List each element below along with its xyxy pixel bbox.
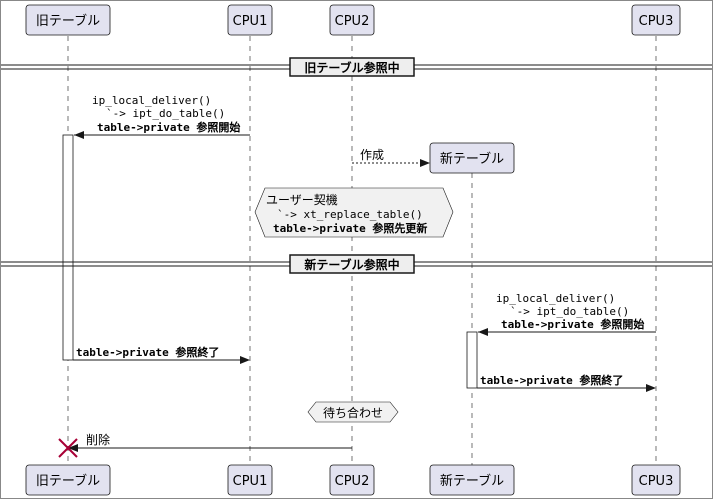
message-delete-old-table: 削除	[68, 432, 352, 452]
participant-old-table-bottom: 旧テーブル	[25, 464, 111, 496]
svg-text:`-> xt_replace_table(): `-> xt_replace_table()	[277, 208, 423, 221]
svg-text:CPU2: CPU2	[335, 14, 370, 29]
svg-text:CPU3: CPU3	[639, 474, 674, 489]
svg-text:旧テーブル: 旧テーブル	[36, 473, 100, 489]
message-cpu1-to-old-table: ip_local_deliver() `-> ipt_do_table() ta…	[74, 94, 250, 139]
message-new-table-end-to-cpu3: table->private 参照終了	[477, 373, 656, 392]
svg-text:新テーブル: 新テーブル	[440, 473, 504, 489]
participant-cpu3-top: CPU3	[631, 4, 681, 36]
participant-cpu3-bottom: CPU3	[631, 464, 681, 496]
svg-text:作成: 作成	[360, 148, 384, 162]
svg-text:table->private 参照開始: table->private 参照開始	[501, 317, 644, 331]
svg-text:ユーザー契機: ユーザー契機	[266, 192, 338, 207]
svg-text:ip_local_deliver(): ip_local_deliver()	[496, 292, 615, 305]
participant-cpu2-bottom: CPU2	[329, 464, 375, 496]
svg-text:table->private 参照先更新: table->private 参照先更新	[273, 221, 427, 235]
divider-old-ref: 旧テーブル参照中	[1, 57, 712, 77]
svg-text:CPU1: CPU1	[233, 474, 268, 489]
participant-cpu1-bottom: CPU1	[227, 464, 273, 496]
participant-cpu1-top: CPU1	[227, 4, 273, 36]
note-wait: 待ち合わせ	[307, 401, 399, 423]
participant-cpu2-top: CPU2	[329, 4, 375, 36]
svg-text:CPU2: CPU2	[335, 474, 370, 489]
svg-text:旧テーブル参照中: 旧テーブル参照中	[304, 60, 399, 75]
svg-text:ip_local_deliver(): ip_local_deliver()	[92, 94, 211, 107]
svg-text:旧テーブル: 旧テーブル	[36, 13, 100, 29]
participant-old-table-top: 旧テーブル	[25, 4, 111, 36]
svg-text:table->private 参照開始: table->private 参照開始	[97, 120, 240, 134]
svg-text:待ち合わせ: 待ち合わせ	[323, 405, 383, 420]
message-old-table-end-to-cpu1: table->private 参照終了	[73, 345, 250, 364]
note-user-trigger: ユーザー契機 `-> xt_replace_table() table->pri…	[254, 187, 454, 238]
svg-text:table->private 参照終了: table->private 参照終了	[76, 345, 219, 359]
message-cpu3-to-new-table: ip_local_deliver() `-> ipt_do_table() ta…	[478, 292, 656, 336]
svg-text:table->private 参照終了: table->private 参照終了	[480, 373, 623, 387]
svg-text:`-> ipt_do_table(): `-> ipt_do_table()	[106, 107, 225, 120]
svg-text:CPU3: CPU3	[639, 14, 674, 29]
destroy-mark-old-table	[58, 438, 78, 458]
activation-new-table	[466, 331, 478, 389]
svg-text:CPU1: CPU1	[233, 14, 268, 29]
message-create-new-table: 作成	[352, 148, 430, 167]
svg-text:新テーブル: 新テーブル	[440, 151, 504, 167]
activation-old-table	[62, 134, 74, 361]
participant-new-table-created: 新テーブル	[429, 142, 515, 174]
svg-text:新テーブル参照中: 新テーブル参照中	[304, 257, 399, 272]
divider-new-ref: 新テーブル参照中	[1, 254, 712, 274]
svg-text:`-> ipt_do_table(): `-> ipt_do_table()	[510, 305, 629, 318]
participant-new-table-bottom: 新テーブル	[429, 464, 515, 496]
svg-text:削除: 削除	[86, 432, 110, 447]
